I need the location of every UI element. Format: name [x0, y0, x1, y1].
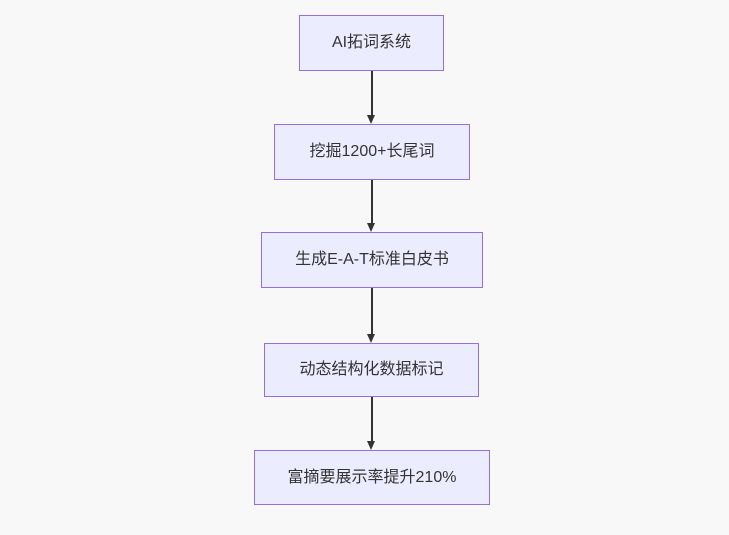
arrow-line: [370, 288, 373, 335]
flow-arrow-2: [365, 180, 378, 232]
node-label: AI拓词系统: [331, 34, 412, 52]
arrow-line: [370, 397, 373, 442]
flow-node-rich-snippet-rate: 富摘要展示率提升210%: [254, 450, 490, 505]
flow-arrow-3: [365, 288, 378, 343]
flow-node-structured-data-markup: 动态结构化数据标记: [264, 343, 479, 397]
flow-node-longtail-mining: 挖掘1200+长尾词: [274, 124, 470, 180]
arrow-head-icon: [367, 441, 375, 450]
node-label: 动态结构化数据标记: [299, 361, 444, 379]
node-label: 生成E-A-T标准白皮书: [295, 251, 449, 269]
flow-arrow-1: [365, 71, 378, 124]
node-label: 富摘要展示率提升210%: [287, 468, 457, 486]
flow-node-eat-whitepaper: 生成E-A-T标准白皮书: [261, 232, 483, 288]
flow-node-ai-keyword-system: AI拓词系统: [299, 15, 444, 71]
arrow-line: [370, 71, 373, 116]
flow-arrow-4: [365, 397, 378, 450]
arrow-head-icon: [367, 334, 375, 343]
node-label: 挖掘1200+长尾词: [309, 143, 435, 161]
arrow-head-icon: [367, 223, 375, 232]
arrow-head-icon: [367, 115, 375, 124]
arrow-line: [370, 180, 373, 224]
